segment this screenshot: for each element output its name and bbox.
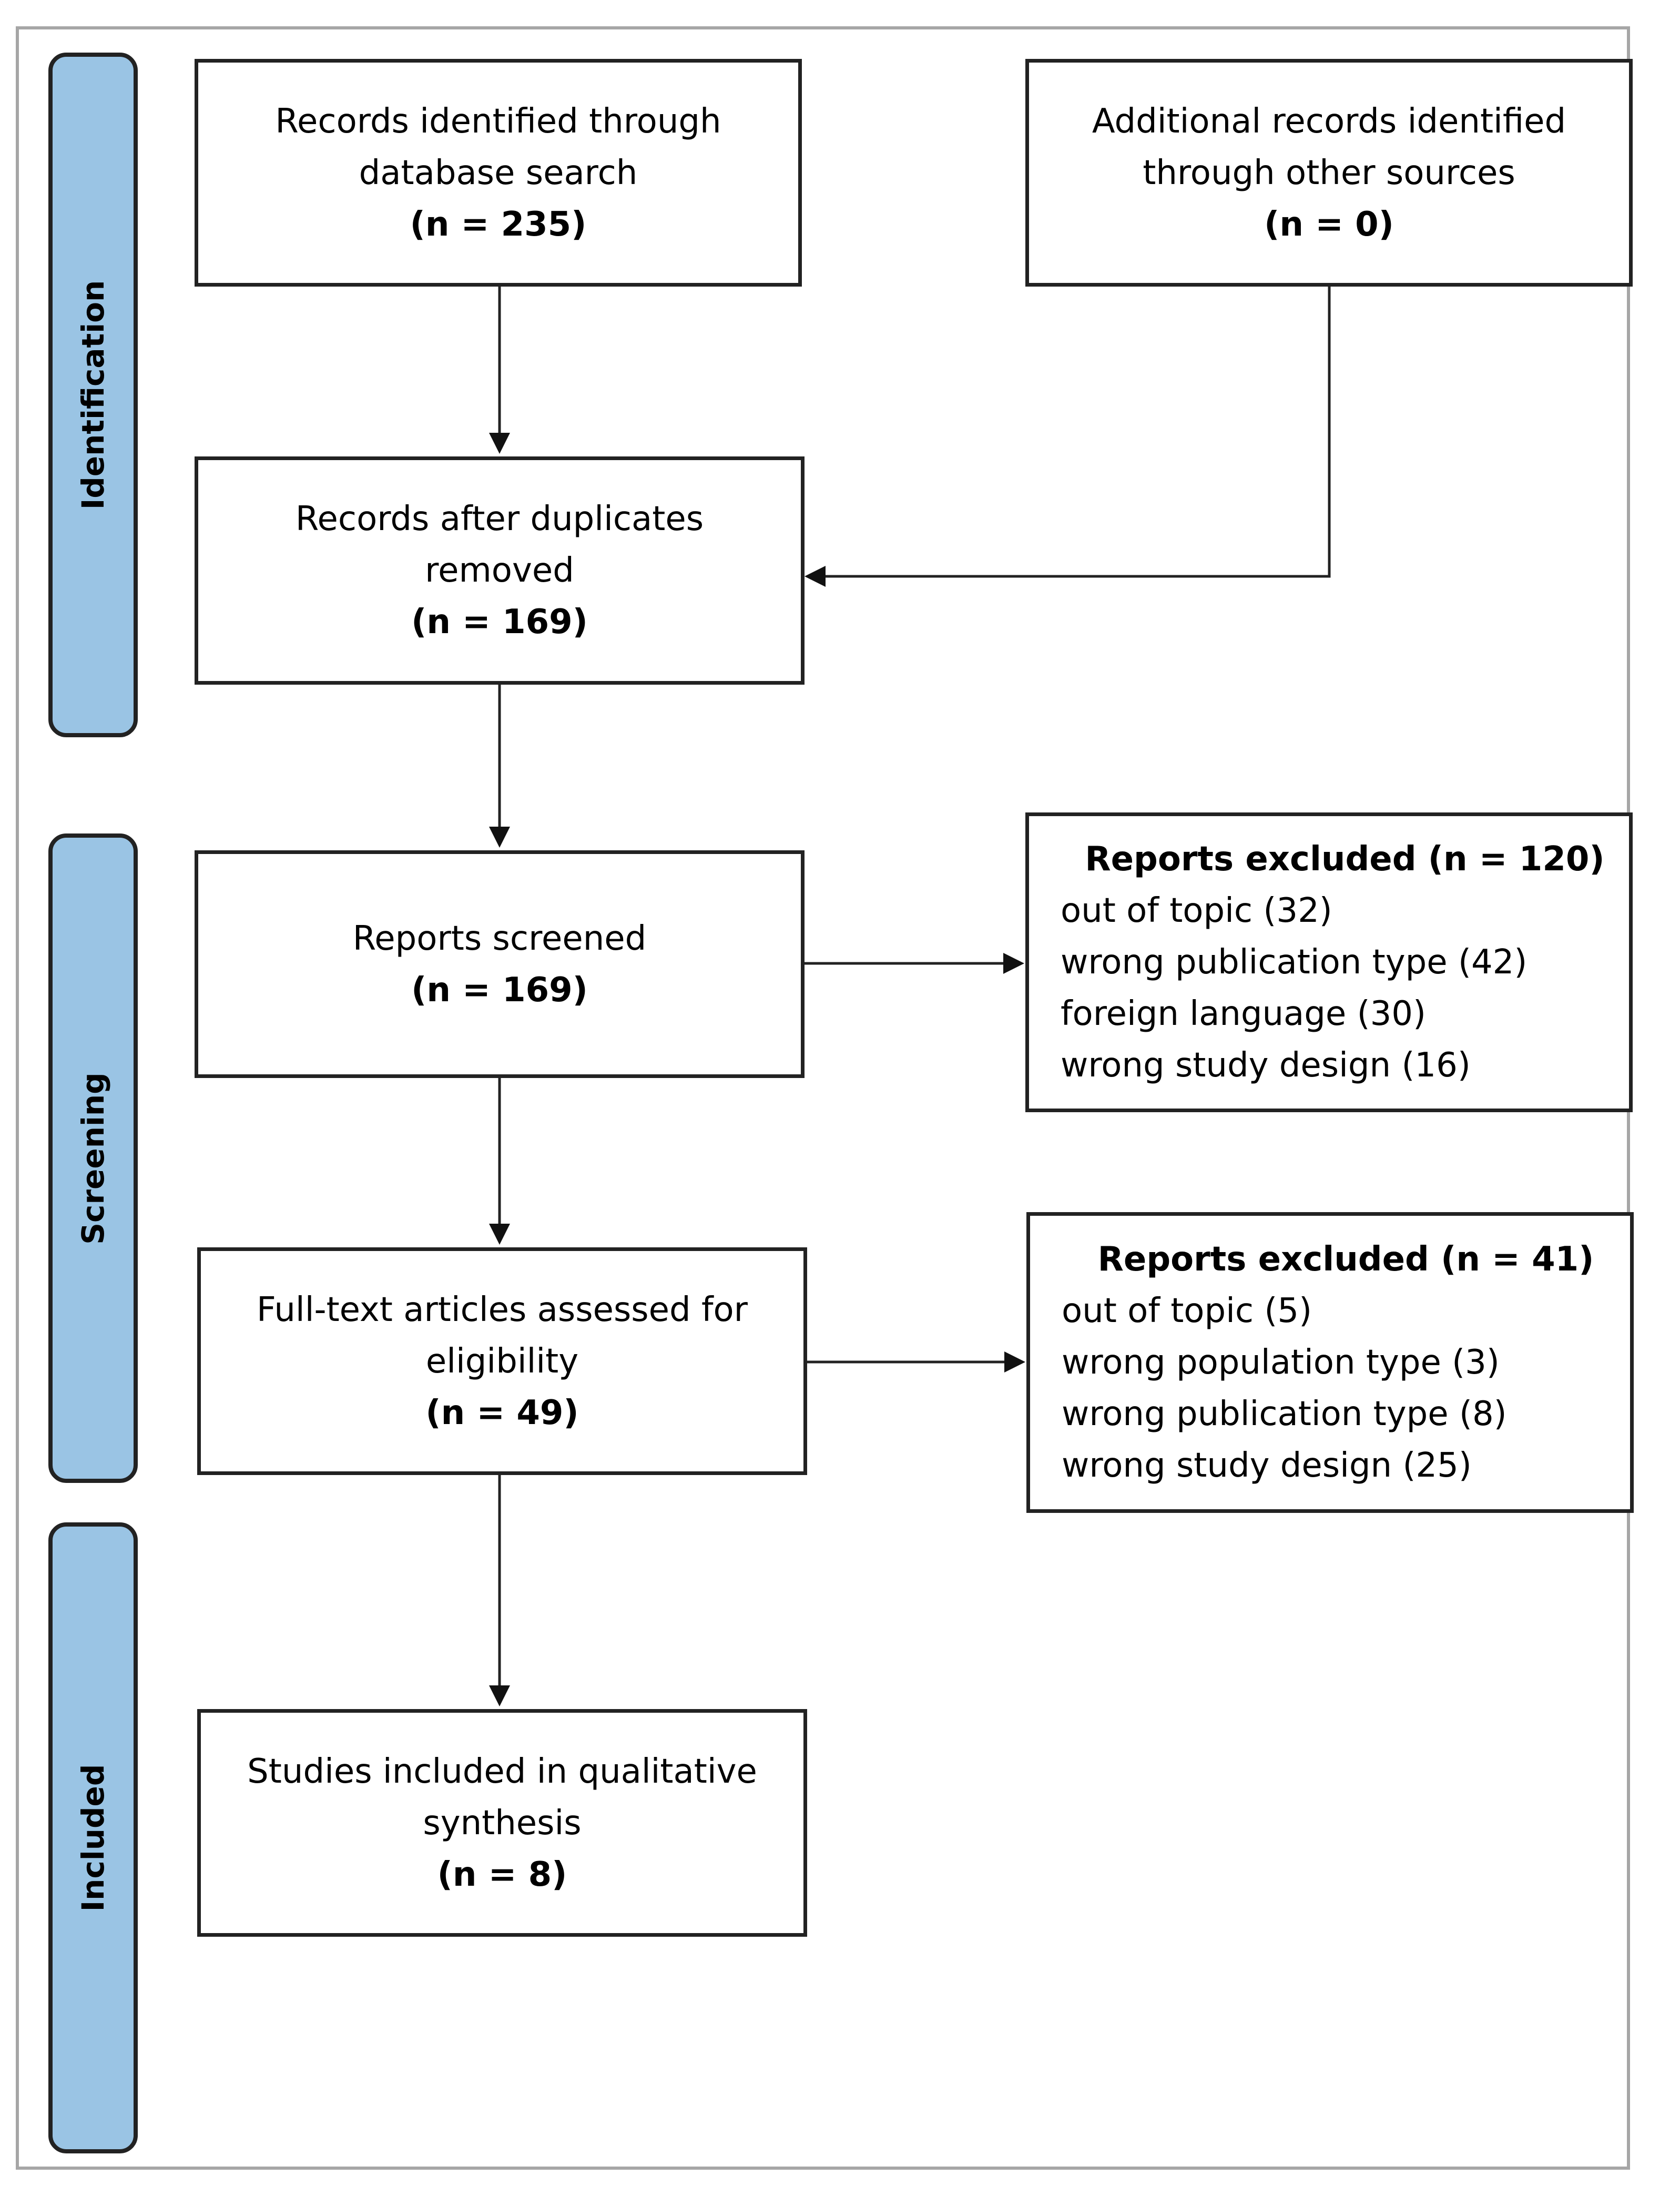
screening-exclusion-item: foreign language (30) (1061, 994, 1426, 1033)
box-studies-included-line1: Studies included in qualitative (247, 1752, 757, 1791)
box-fulltext-assessed: Full-text articles assessed for eligibil… (197, 1247, 807, 1475)
phase-screening: Screening (48, 833, 138, 1483)
eligibility-exclusion-item: wrong study design (25) (1062, 1446, 1472, 1485)
box-after-duplicates: Records after duplicates removed (n = 16… (195, 456, 805, 685)
box-reports-screened-line1: Reports screened (352, 919, 647, 958)
box-database-search-line2: database search (359, 153, 638, 192)
phase-included: Included (48, 1522, 138, 2153)
phase-identification: Identification (48, 53, 138, 737)
eligibility-exclusion-item: wrong publication type (8) (1062, 1395, 1507, 1434)
box-other-sources: Additional records identified through ot… (1025, 59, 1633, 287)
box-other-sources-line1: Additional records identified (1092, 101, 1566, 141)
box-fulltext-assessed-line2: eligibility (425, 1341, 579, 1381)
box-other-sources-line2: through other sources (1143, 153, 1515, 192)
box-screening-exclusions: Reports excluded (n = 120) out of topic … (1025, 812, 1633, 1112)
box-database-search-line1: Records identified through (275, 101, 721, 141)
eligibility-exclusion-item: wrong population type (3) (1062, 1343, 1500, 1382)
box-eligibility-exclusions: Reports excluded (n = 41) out of topic (… (1026, 1212, 1634, 1513)
box-after-duplicates-count: (n = 169) (411, 603, 588, 642)
screening-exclusions-title: Reports excluded (n = 120) (1085, 840, 1605, 879)
box-studies-included-line2: synthesis (423, 1803, 582, 1843)
arrow-other-to-duplicates (805, 287, 1331, 587)
screening-exclusion-item: out of topic (32) (1061, 891, 1332, 930)
eligibility-exclusion-item: out of topic (5) (1062, 1292, 1312, 1330)
screening-exclusion-item: wrong study design (16) (1061, 1046, 1471, 1085)
box-database-search: Records identified through database sear… (195, 59, 802, 287)
box-other-sources-count: (n = 0) (1264, 205, 1394, 244)
box-fulltext-assessed-count: (n = 49) (425, 1393, 579, 1432)
box-reports-screened-count: (n = 169) (411, 970, 588, 1010)
box-fulltext-assessed-line1: Full-text articles assessed for (257, 1290, 748, 1329)
box-after-duplicates-line1: Records after duplicates (295, 500, 704, 538)
box-after-duplicates-line2: removed (425, 551, 574, 590)
box-reports-screened: Reports screened (n = 169) (195, 850, 805, 1078)
eligibility-exclusions-title: Reports excluded (n = 41) (1097, 1240, 1594, 1279)
screening-exclusion-item: wrong publication type (42) (1061, 943, 1528, 982)
box-database-search-count: (n = 235) (410, 205, 587, 244)
box-studies-included-count: (n = 8) (437, 1855, 567, 1894)
box-studies-included: Studies included in qualitative synthesi… (197, 1709, 807, 1937)
